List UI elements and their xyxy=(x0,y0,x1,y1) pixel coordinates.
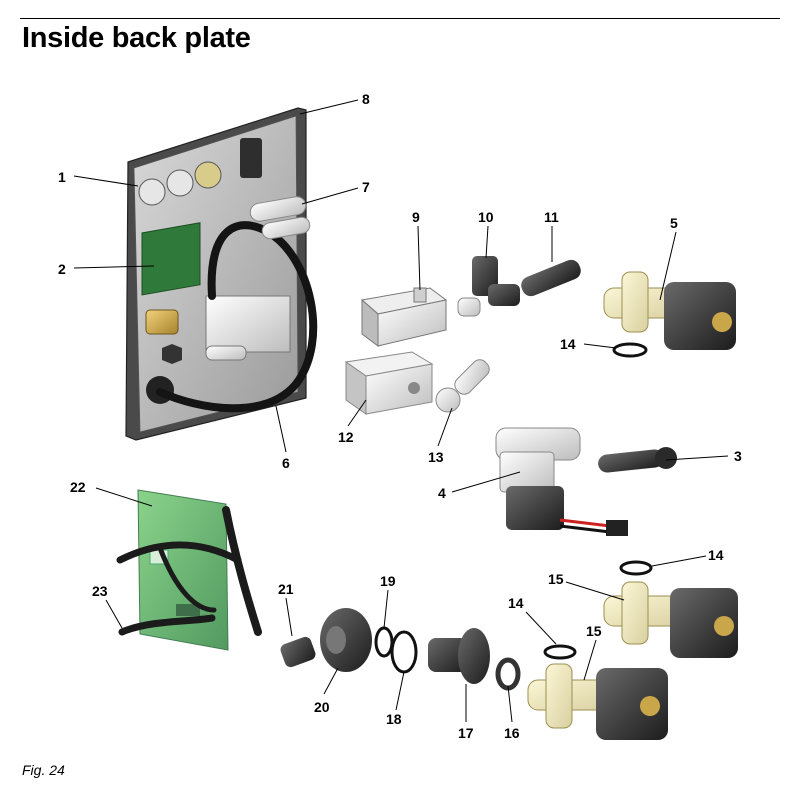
circuit-board-assembly-22 xyxy=(116,489,262,651)
callout-13: 13 xyxy=(428,449,444,465)
grommet-2 xyxy=(166,169,194,197)
callout-23: 23 xyxy=(92,583,108,599)
callout-17: 17 xyxy=(458,725,474,741)
elbow-fitting-13 xyxy=(435,359,490,413)
callout-1: 1 xyxy=(58,169,66,185)
o-ring-14-low xyxy=(543,644,577,660)
o-ring-18 xyxy=(390,630,418,674)
callout-14a: 14 xyxy=(560,336,576,352)
plate-slot xyxy=(240,138,262,178)
hex-nut xyxy=(162,344,182,364)
leader-lines xyxy=(73,99,729,723)
elbow-fitting-10 xyxy=(457,256,520,317)
callout-21: 21 xyxy=(278,581,294,597)
callout-15a: 15 xyxy=(548,571,564,587)
back-plate-assembly xyxy=(125,107,318,441)
callout-7: 7 xyxy=(362,179,370,195)
callout-14c: 14 xyxy=(508,595,524,611)
washer-16 xyxy=(495,657,521,691)
nut-20 xyxy=(320,608,372,672)
grommet-1 xyxy=(138,178,166,206)
callout-19: 19 xyxy=(380,573,396,589)
callout-12: 12 xyxy=(338,429,354,445)
solenoid-valve-15-lower xyxy=(527,663,668,740)
callout-6: 6 xyxy=(282,455,290,471)
callout-5: 5 xyxy=(670,215,678,231)
callout-11: 11 xyxy=(544,209,559,225)
circuit-board-2 xyxy=(141,222,201,296)
solenoid-valve-5 xyxy=(603,271,736,350)
callout-14b: 14 xyxy=(708,547,724,563)
o-ring-14-top xyxy=(612,342,648,358)
fitting-7b xyxy=(261,216,311,240)
callout-8: 8 xyxy=(362,91,370,107)
callout-9: 9 xyxy=(412,209,420,225)
callout-4: 4 xyxy=(438,485,446,501)
coupling-17 xyxy=(428,628,490,684)
callout-10: 10 xyxy=(478,209,494,225)
callout-labels: 1 2 3 4 5 6 7 8 9 10 11 12 13 14 14 14 1… xyxy=(58,91,742,741)
hose-fitting-3 xyxy=(598,447,677,473)
valve-block-9 xyxy=(360,287,448,347)
solenoid-valve-15-upper xyxy=(603,581,738,658)
figure-label: Fig. 24 xyxy=(22,762,65,778)
white-tube-fitting xyxy=(205,345,247,361)
manifold-block-12 xyxy=(344,351,434,415)
connector-21 xyxy=(280,636,316,668)
callout-2: 2 xyxy=(58,261,66,277)
callout-16: 16 xyxy=(504,725,520,741)
connector-11 xyxy=(521,259,581,297)
grommet-3 xyxy=(194,161,222,189)
callout-15b: 15 xyxy=(586,623,602,639)
page-title: Inside back plate xyxy=(22,22,251,54)
callout-20: 20 xyxy=(314,699,330,715)
bracket-block xyxy=(205,295,291,353)
header-rule xyxy=(20,18,780,19)
callout-18: 18 xyxy=(386,711,402,727)
callout-3: 3 xyxy=(734,448,742,464)
hose-6 xyxy=(156,221,318,413)
callout-22: 22 xyxy=(70,479,86,495)
flow-meter-4 xyxy=(495,427,628,536)
o-ring-14-mid xyxy=(619,560,653,576)
brass-fitting xyxy=(145,309,179,335)
o-ring-19 xyxy=(374,626,394,658)
fitting-7 xyxy=(249,196,307,222)
